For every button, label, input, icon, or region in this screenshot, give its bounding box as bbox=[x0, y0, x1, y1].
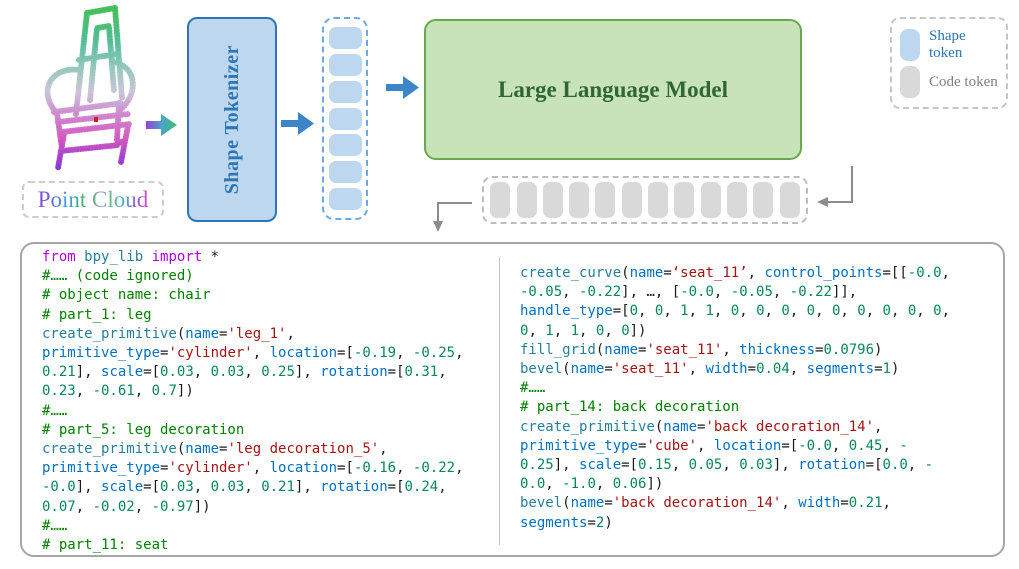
code-line: create_primitive(name='leg_1', bbox=[42, 325, 295, 342]
code-line: create_curve(name=‘seat_11’, control_poi… bbox=[520, 265, 950, 281]
code-token-swatch-icon bbox=[900, 66, 920, 99]
shape-tokenizer-box: Shape Tokenizer bbox=[187, 17, 277, 222]
point-cloud-chair-image bbox=[47, 7, 134, 169]
shape-token-swatch-icon bbox=[900, 28, 920, 61]
shape-token bbox=[328, 188, 362, 211]
shape-token bbox=[328, 53, 362, 76]
code-line: bevel(name='back decoration_14', width=0… bbox=[520, 495, 891, 512]
legend-code-token-label: Code token bbox=[929, 73, 998, 90]
shape-token bbox=[328, 161, 362, 184]
code-line: # part_5: leg decoration bbox=[42, 421, 245, 438]
code-token bbox=[779, 182, 800, 218]
code-column-right: create_curve(name=‘seat_11’, control_poi… bbox=[520, 264, 1002, 533]
shape-token bbox=[328, 26, 362, 49]
code-line: 0.21], scale=[0.03, 0.03, 0.25], rotatio… bbox=[42, 364, 447, 381]
arrow-tokens-to-llm-icon bbox=[386, 76, 419, 99]
code-line: #…… (code ignored) bbox=[42, 268, 194, 285]
code-line: -0.05, -0.22], …, [-0.0, -0.05, -0.22]], bbox=[520, 284, 858, 301]
code-token bbox=[542, 182, 563, 218]
code-column-divider bbox=[499, 257, 500, 545]
arrow-tokenizer-to-tokens-icon bbox=[281, 112, 314, 135]
code-line: 0.23, -0.61, 0.7]) bbox=[42, 383, 194, 400]
code-line: handle_type=[0, 0, 1, 1, 0, 0, 0, 0, 0, … bbox=[520, 303, 951, 320]
code-line: bevel(name='seat_11', width=0.04, segmen… bbox=[520, 361, 900, 378]
arrow-pointcloud-to-tokenizer-icon bbox=[146, 114, 177, 136]
code-line: # part_11: seat bbox=[42, 537, 169, 554]
code-token bbox=[595, 182, 616, 218]
code-line: 0.25], scale=[0.15, 0.05, 0.03], rotatio… bbox=[520, 457, 934, 474]
shape-token bbox=[328, 134, 362, 157]
shape-token bbox=[328, 107, 362, 130]
code-line: primitive_type='cylinder', location=[-0.… bbox=[42, 345, 464, 362]
code-line: create_primitive(name='back decoration_1… bbox=[520, 418, 883, 435]
shape-token-column bbox=[322, 17, 368, 220]
code-line: # part_1: leg bbox=[42, 306, 152, 323]
code-token bbox=[726, 182, 747, 218]
code-line: -0.0], scale=[0.03, 0.03, 0.21], rotatio… bbox=[42, 479, 447, 496]
code-token bbox=[516, 182, 537, 218]
code-token bbox=[648, 182, 669, 218]
code-column-left: from bpy_lib import * #…… (code ignored) #… bbox=[42, 248, 494, 555]
point-cloud-label: Point Cloud bbox=[22, 181, 164, 218]
code-token-row bbox=[482, 176, 808, 224]
code-line: segments=2) bbox=[520, 514, 613, 531]
llm-label: Large Language Model bbox=[498, 76, 728, 102]
code-line: #…… bbox=[42, 402, 68, 419]
legend-item-shape-token: Shape token bbox=[900, 28, 998, 62]
code-token bbox=[621, 182, 642, 218]
code-line: primitive_type='cylinder', location=[-0.… bbox=[42, 460, 464, 477]
llm-box: Large Language Model bbox=[424, 19, 802, 160]
code-token bbox=[490, 182, 511, 218]
arrow-llm-to-token-row-icon bbox=[817, 166, 853, 207]
code-token bbox=[569, 182, 590, 218]
generated-code-box: from bpy_lib import * #…… (code ignored) #… bbox=[20, 242, 1005, 557]
code-line: 0.0, -1.0, 0.06]) bbox=[520, 476, 664, 493]
code-line: # object name: chair bbox=[42, 287, 211, 304]
legend: Shape token Code token bbox=[890, 17, 1008, 109]
code-line: create_primitive(name='leg decoration_5'… bbox=[42, 441, 388, 458]
code-line: #…… bbox=[42, 517, 68, 534]
legend-shape-token-label: Shape token bbox=[929, 27, 966, 61]
code-token bbox=[753, 182, 774, 218]
arrow-token-row-to-code-icon bbox=[433, 202, 472, 232]
code-line: # part_14: back decoration bbox=[520, 399, 740, 416]
point-cloud-label-text: Point Cloud bbox=[37, 186, 149, 212]
code-line: primitive_type='cube', location=[-0.0, 0… bbox=[520, 437, 908, 454]
code-line: 0, 1, 1, 0, 0]) bbox=[520, 322, 647, 339]
legend-item-code-token: Code token bbox=[900, 66, 998, 99]
code-token bbox=[674, 182, 695, 218]
code-line: 0.07, -0.02, -0.97]) bbox=[42, 498, 211, 515]
shape-token bbox=[328, 80, 362, 103]
code-line: fill_grid(name='seat_11', thickness=0.07… bbox=[520, 341, 883, 358]
red-marker-dot bbox=[94, 117, 98, 122]
code-token bbox=[700, 182, 721, 218]
shape-tokenizer-label: Shape Tokenizer bbox=[220, 44, 243, 195]
code-line: from bpy_lib import * bbox=[42, 249, 220, 265]
code-line: #…… bbox=[520, 380, 546, 397]
